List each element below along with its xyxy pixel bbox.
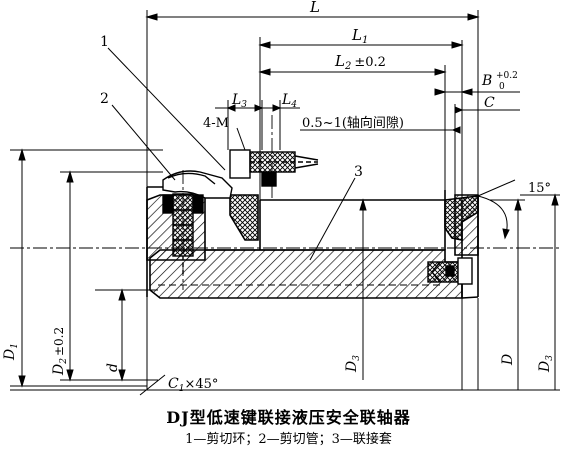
dim-L3: L3 (231, 92, 247, 110)
svg-text:D3: D3 (537, 355, 555, 373)
dim-D3-inner: D3 (344, 355, 362, 373)
figure-title: DJ型低速键联接液压安全联轴器 (166, 408, 411, 427)
leader-lines (107, 47, 356, 261)
svg-text:d: d (105, 363, 121, 372)
center-lines (10, 115, 560, 290)
dim-d: d (105, 363, 121, 372)
dim-L4: L4 (281, 92, 297, 110)
dim-L: L (309, 0, 320, 16)
callout-part-3: 3 (354, 164, 363, 180)
dim-D2: D2±0.2 (51, 327, 69, 376)
dim-axial-gap: 0.5~1(轴向间隙) (302, 115, 404, 131)
dim-L1: L1 (351, 26, 368, 46)
top-bolt (229, 149, 319, 187)
dim-D-right: D (500, 354, 516, 366)
dimension-lines (10, 10, 560, 396)
dim-angle-15: 15° (528, 181, 551, 196)
svg-text:D: D (500, 354, 516, 366)
callout-part-2: 2 (100, 91, 109, 107)
dim-C1-chamfer: C1×45° (168, 376, 218, 394)
dim-B: B (481, 73, 492, 89)
svg-text:D3: D3 (344, 355, 362, 373)
dim-B-tol-upper: +0.2 (496, 71, 518, 81)
dim-B-tol-lower: 0 (499, 82, 505, 92)
svg-text:D1: D1 (2, 343, 20, 361)
figure-legend: 1—剪切环；2—剪切管；3—联接套 (185, 432, 392, 447)
dim-D1: D1 (2, 343, 20, 361)
right-bolt (427, 257, 473, 285)
callout-part-1: 1 (100, 34, 109, 50)
dim-C: C (484, 95, 495, 111)
thread-label-4M: 4-M (203, 116, 229, 131)
dim-L2: L2±0.2 (334, 52, 386, 72)
svg-text:D2±0.2: D2±0.2 (51, 327, 69, 376)
dim-D3-outer: D3 (537, 355, 555, 373)
